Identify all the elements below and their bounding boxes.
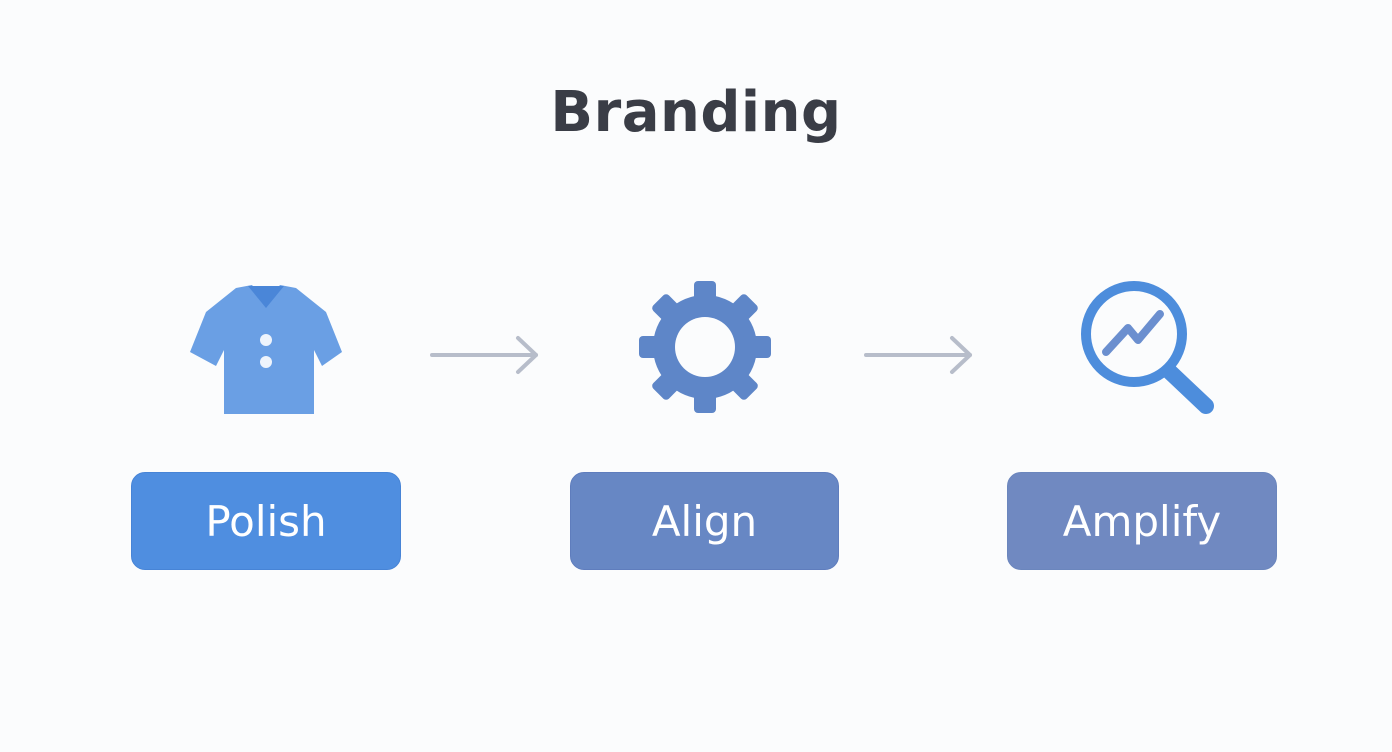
- step-amplify-button: Amplify: [1007, 472, 1277, 570]
- shirt-icon: [190, 285, 342, 414]
- step-align-button: Align: [570, 472, 839, 570]
- arrow-right-icon: [430, 336, 538, 374]
- gear-icon: [639, 281, 771, 413]
- diagram-title: Branding: [550, 80, 842, 145]
- arrow-right-icon: [864, 336, 972, 374]
- step-polish-button: Polish: [131, 472, 401, 570]
- magnifier-trend-icon: [1081, 281, 1214, 414]
